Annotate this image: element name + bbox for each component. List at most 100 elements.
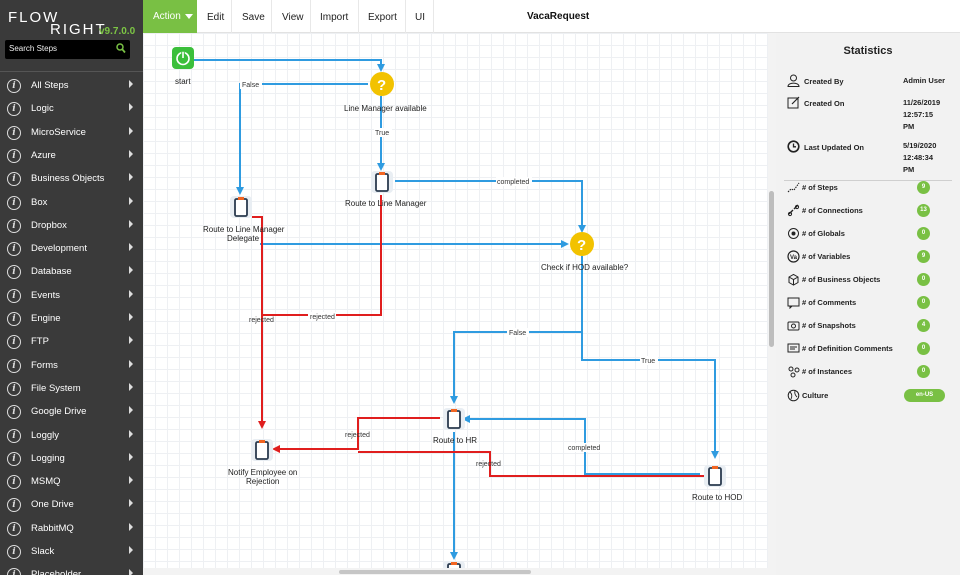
- statistics-panel: Statistics Created By Admin User Created…: [776, 33, 960, 575]
- chevron-right-icon: [129, 336, 133, 345]
- menu-divider: [310, 0, 311, 33]
- node-route-to-hr[interactable]: Route to HR: [433, 407, 477, 445]
- connections-red: [252, 195, 704, 477]
- info-icon: i: [7, 242, 21, 257]
- export-menu[interactable]: Export: [368, 12, 397, 23]
- sidebar-item-events[interactable]: i Events: [0, 285, 143, 308]
- stats-divider: [784, 180, 952, 181]
- info-icon: i: [7, 568, 21, 575]
- search-icon[interactable]: [116, 43, 126, 54]
- sidebar-item-label: Logic: [31, 103, 54, 115]
- menu-divider: [405, 0, 406, 33]
- svg-text:Va: Va: [790, 255, 798, 261]
- search-input[interactable]: Search Steps: [5, 40, 130, 59]
- action-label: Action: [153, 11, 181, 22]
- chevron-right-icon: [129, 173, 133, 182]
- view-menu[interactable]: View: [282, 12, 304, 23]
- comments-icon: [787, 297, 800, 309]
- info-icon: i: [7, 288, 21, 303]
- node-label: Route to Line Manager: [203, 225, 285, 234]
- menu-divider: [358, 0, 359, 33]
- sidebar-item-label: MicroService: [31, 126, 86, 138]
- edge-label-false: False: [242, 82, 259, 89]
- last-updated-label: Last Updated On: [804, 143, 865, 152]
- stat-count-badge: 9: [917, 250, 930, 263]
- chevron-right-icon: [129, 149, 133, 158]
- sidebar-item-label: MSMQ: [31, 476, 61, 488]
- vertical-scrollbar[interactable]: [768, 33, 776, 575]
- edge-label-rejected: rejected: [476, 461, 501, 468]
- stat-label: # of Comments: [802, 298, 857, 307]
- steps-icon: [787, 182, 800, 193]
- workflow-canvas[interactable]: False True completed rejected rejected F…: [143, 33, 768, 575]
- edge-rejected-hr: [272, 417, 440, 453]
- logo-text-2: RIGHT: [50, 21, 107, 38]
- stat-count-badge: 0: [917, 273, 930, 286]
- action-menu-button[interactable]: Action: [143, 0, 197, 33]
- globals-icon: [788, 228, 799, 239]
- business-objects-icon: [788, 273, 799, 286]
- info-icon: i: [7, 381, 21, 396]
- node-label: Route to Line Manager: [345, 199, 427, 208]
- info-icon: i: [7, 79, 21, 93]
- ui-menu[interactable]: UI: [415, 12, 425, 23]
- sidebar-item-label: Events: [31, 289, 61, 301]
- definition-comments-icon: [787, 343, 800, 353]
- edge-false-to-delegate: [236, 83, 368, 195]
- created-on-ampm: PM: [903, 122, 915, 131]
- node-route-to-line-manager-delegate[interactable]: Route to Line Manager Delegate: [203, 195, 285, 243]
- node-line-manager-available[interactable]: ? Line Manager available: [344, 72, 427, 113]
- stat-label: # of Steps: [802, 183, 838, 192]
- info-icon: i: [7, 475, 21, 490]
- info-icon: i: [7, 335, 21, 350]
- node-route-to-line-manager[interactable]: Route to Line Manager: [345, 170, 427, 208]
- node-label: Line Manager available: [344, 104, 427, 113]
- import-menu[interactable]: Import: [320, 12, 349, 23]
- horizontal-scrollbar[interactable]: [143, 568, 768, 575]
- save-menu[interactable]: Save: [242, 12, 265, 23]
- sidebar-item-msmq[interactable]: i MSMQ: [0, 471, 143, 494]
- search-placeholder: Search Steps: [9, 44, 58, 53]
- created-by-row: Created By Admin User: [776, 74, 960, 90]
- edge-start-to-linemanager: [193, 59, 385, 72]
- node-label: Route to HOD: [692, 493, 742, 502]
- edit-menu[interactable]: Edit: [207, 12, 225, 23]
- node-route-to-hod[interactable]: Route to HOD: [692, 464, 742, 502]
- edge-rejected-hod: [358, 451, 704, 477]
- sidebar-item-label: All Steps: [31, 80, 69, 91]
- chevron-right-icon: [129, 429, 133, 438]
- sidebar-item-placeholder[interactable]: iPlaceholder: [0, 564, 143, 575]
- node-notify-employee[interactable]: Notify Employee on Rejection: [228, 438, 297, 486]
- edge-label-completed: completed: [497, 179, 529, 186]
- created-on-time: 12:57:15: [903, 110, 934, 119]
- node-start[interactable]: start: [172, 47, 194, 86]
- scrollbar-thumb[interactable]: [769, 191, 774, 347]
- sidebar-item-all-steps[interactable]: i All Steps: [0, 75, 143, 98]
- stat-label: # of Connections: [802, 206, 863, 215]
- scrollbar-thumb[interactable]: [339, 570, 531, 574]
- stat-count-badge: 0: [917, 365, 930, 378]
- sidebar-item-label: Azure: [31, 149, 56, 161]
- node-check-hod[interactable]: ? Check if HOD available?: [541, 232, 629, 272]
- statistics-title: Statistics: [843, 45, 893, 57]
